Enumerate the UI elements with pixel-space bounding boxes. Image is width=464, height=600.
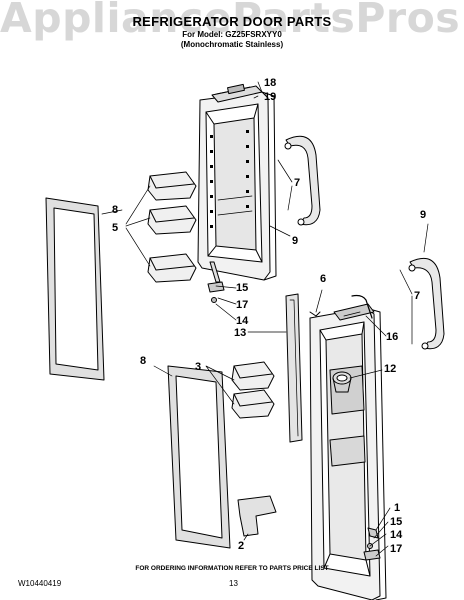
callout-9-upper: 9 bbox=[292, 235, 298, 247]
leader-lines bbox=[101, 81, 429, 557]
upper-door-bins bbox=[147, 171, 197, 283]
callout-2: 2 bbox=[238, 540, 244, 552]
callout-8-lower: 8 bbox=[140, 355, 146, 367]
callout-9-lower: 9 bbox=[420, 209, 426, 221]
callout-12: 12 bbox=[384, 363, 396, 375]
callout-17-upper: 17 bbox=[236, 299, 248, 311]
callout-17-lower: 17 bbox=[390, 543, 402, 555]
lower-door-gasket bbox=[167, 365, 231, 549]
vertical-trim bbox=[285, 293, 303, 443]
ice-chute bbox=[332, 371, 352, 393]
lower-top-hinge bbox=[333, 303, 375, 321]
callout-7-lower: 7 bbox=[414, 290, 420, 302]
finish-line: (Monochromatic Stainless) bbox=[180, 40, 284, 49]
upper-door-shelf-holes bbox=[210, 130, 249, 228]
page-number: 13 bbox=[229, 579, 238, 588]
callout-8-upper: 8 bbox=[112, 204, 118, 216]
callout-numbers: 18 19 7 9 8 5 15 17 14 13 6 9 7 16 12 8 … bbox=[112, 77, 426, 555]
lower-hinge-hardware bbox=[363, 527, 381, 561]
ordering-info: FOR ORDERING INFORMATION REFER TO PARTS … bbox=[135, 565, 329, 572]
callout-7-upper: 7 bbox=[294, 177, 300, 189]
callout-14-upper: 14 bbox=[236, 315, 249, 327]
callout-18: 18 bbox=[264, 77, 276, 89]
model-line: For Model: GZ25FSRXYY0 bbox=[182, 30, 282, 39]
lower-door-panel bbox=[309, 307, 387, 600]
document-number: W10440419 bbox=[18, 579, 62, 588]
upper-door-gasket bbox=[45, 197, 105, 381]
callout-6: 6 bbox=[320, 273, 326, 285]
callout-3: 3 bbox=[195, 361, 201, 373]
lower-bracket bbox=[237, 495, 277, 537]
callout-15-upper: 15 bbox=[236, 282, 248, 294]
upper-door-panel bbox=[197, 91, 277, 281]
callout-13: 13 bbox=[234, 327, 246, 339]
callout-16: 16 bbox=[386, 331, 398, 343]
callout-1: 1 bbox=[394, 502, 400, 514]
callout-19: 19 bbox=[264, 91, 276, 103]
callout-5: 5 bbox=[112, 222, 118, 234]
lower-door-handle bbox=[408, 258, 445, 350]
upper-door-handle bbox=[284, 135, 321, 226]
callout-14-lower: 14 bbox=[390, 529, 403, 541]
upper-hinge-hardware bbox=[207, 261, 225, 303]
lower-door-bins bbox=[231, 361, 275, 419]
water-tube bbox=[309, 294, 373, 319]
page-title: REFRIGERATOR DOOR PARTS bbox=[132, 14, 332, 29]
watermark: AppliancePartsPros.com bbox=[0, 0, 464, 42]
callout-15-lower: 15 bbox=[390, 516, 402, 528]
